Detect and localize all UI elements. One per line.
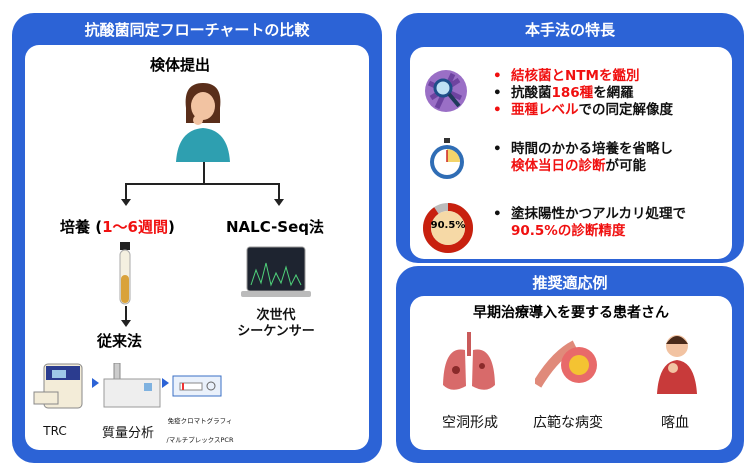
lesion-tissue-icon — [535, 340, 597, 388]
culture-label: 培養 (1〜6週間) — [60, 218, 175, 236]
method-immunochromatography: 免疫クロマトグラフィ — [167, 417, 233, 425]
flowchart-title: 抗酸菌同定フローチャートの比較 — [84, 21, 310, 39]
indication-cavity: 空洞形成 — [442, 415, 498, 431]
specimen-label: 検体提出 — [150, 56, 211, 74]
indication-hemoptysis: 喀血 — [661, 415, 689, 431]
nalc-seq-label: NALC-Seq法 — [226, 218, 325, 236]
method-mass-spec: 質量分析 — [101, 426, 154, 441]
donut-label: 90.5% — [430, 220, 466, 231]
recommend-title: 推奨適応例 — [532, 274, 608, 292]
immunochromatography-icon — [172, 375, 222, 397]
feature-list-3: •塗抹陽性かつアルカリ処理で 90.5%の診断精度 — [493, 206, 686, 239]
culture-tube-icon — [119, 242, 131, 305]
indication-extensive-lesion: 広範な病変 — [533, 415, 603, 431]
stopwatch-icon — [430, 138, 464, 179]
mass-spec-icon — [103, 363, 161, 408]
hemoptysis-patient-icon — [657, 335, 697, 394]
recommend-heading: 早期治療導入を要する患者さん — [473, 305, 669, 321]
feature-list-2: •時間のかかる培養を省略し 検体当日の診断が可能 — [493, 141, 673, 174]
features-title: 本手法の特長 — [524, 21, 615, 39]
feature-list-1: •結核菌とNTMを鑑別 •抗酸菌186種を網羅 •亜種レベルでの同定解像度 — [493, 68, 673, 118]
bacteria-magnifier-icon — [425, 70, 467, 112]
lungs-icon — [443, 332, 495, 390]
conventional-label: 従来法 — [97, 332, 143, 350]
method-trc: TRC — [43, 424, 67, 438]
donut-value-arc — [423, 203, 473, 253]
sequencer-laptop-icon — [241, 246, 311, 297]
sequencer-caption: 次世代シーケンサー — [237, 308, 315, 339]
patient-icon — [176, 83, 230, 162]
accuracy-donut-chart — [423, 203, 473, 253]
trc-device-icon — [33, 363, 83, 409]
method-multiplex-pcr: /マルチプレックスPCR — [166, 436, 234, 444]
